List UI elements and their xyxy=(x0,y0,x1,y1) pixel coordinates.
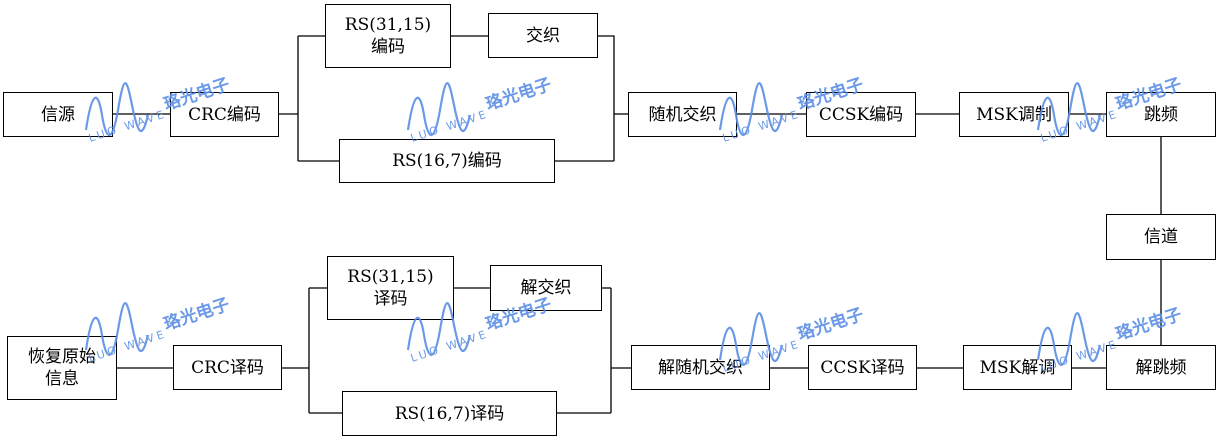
block-interleave-label: 交织 xyxy=(526,25,560,46)
block-rs31-encode: RS(31,15) 编码 xyxy=(325,4,451,68)
block-rs31-decode-label: RS(31,15) 译码 xyxy=(347,267,434,309)
link-merge-top xyxy=(555,35,615,162)
block-crc-encode-label: CRC编码 xyxy=(188,104,261,125)
block-crc-encode: CRC编码 xyxy=(170,92,279,137)
block-rs16-encode-label: RS(16,7)编码 xyxy=(392,151,502,171)
block-random-deinterleave: 解随机交织 xyxy=(631,345,770,390)
block-rs16-decode-label: RS(16,7)译码 xyxy=(394,403,505,424)
block-frequency-hop: 跳频 xyxy=(1106,92,1216,137)
block-msk-modulate-label: MSK调制 xyxy=(976,104,1052,125)
block-ccsk-encode: CCSK编码 xyxy=(806,92,916,137)
block-crc-decode: CRC译码 xyxy=(173,345,282,390)
block-deinterleave: 解交织 xyxy=(490,265,602,311)
block-ccsk-encode-label: CCSK编码 xyxy=(818,104,904,125)
link-merge-bottom xyxy=(557,287,612,414)
block-source: 信源 xyxy=(3,92,113,137)
block-msk-demodulate: MSK解调 xyxy=(963,345,1072,390)
block-channel: 信道 xyxy=(1106,214,1216,260)
block-frequency-dehop: 解跳频 xyxy=(1106,345,1216,390)
block-deinterleave-label: 解交织 xyxy=(520,278,572,298)
block-rs16-decode: RS(16,7)译码 xyxy=(342,391,557,436)
block-frequency-dehop-label: 解跳频 xyxy=(1135,357,1187,378)
block-interleave: 交织 xyxy=(488,13,598,58)
block-msk-modulate: MSK调制 xyxy=(959,92,1069,137)
block-ccsk-decode-label: CCSK译码 xyxy=(820,357,905,378)
block-ccsk-decode: CCSK译码 xyxy=(808,345,917,390)
link-split-branches xyxy=(297,35,339,162)
block-recover-info: 恢复原始 信息 xyxy=(7,336,117,400)
block-recover-info-label: 恢复原始 信息 xyxy=(28,347,96,389)
block-rs31-encode-label: RS(31,15) 编码 xyxy=(344,15,432,57)
block-frequency-hop-label: 跳频 xyxy=(1144,104,1178,125)
block-random-deinterleave-label: 解随机交织 xyxy=(658,357,743,378)
block-random-interleave: 随机交织 xyxy=(628,92,737,137)
link-split-bottom xyxy=(308,287,342,414)
block-msk-demodulate-label: MSK解调 xyxy=(979,357,1056,378)
block-random-interleave-label: 随机交织 xyxy=(648,104,717,125)
block-rs16-encode: RS(16,7)编码 xyxy=(339,139,555,183)
block-source-label: 信源 xyxy=(41,104,75,125)
block-crc-decode-label: CRC译码 xyxy=(191,357,264,378)
block-rs31-decode: RS(31,15) 译码 xyxy=(327,256,454,320)
block-channel-label: 信道 xyxy=(1144,227,1178,247)
